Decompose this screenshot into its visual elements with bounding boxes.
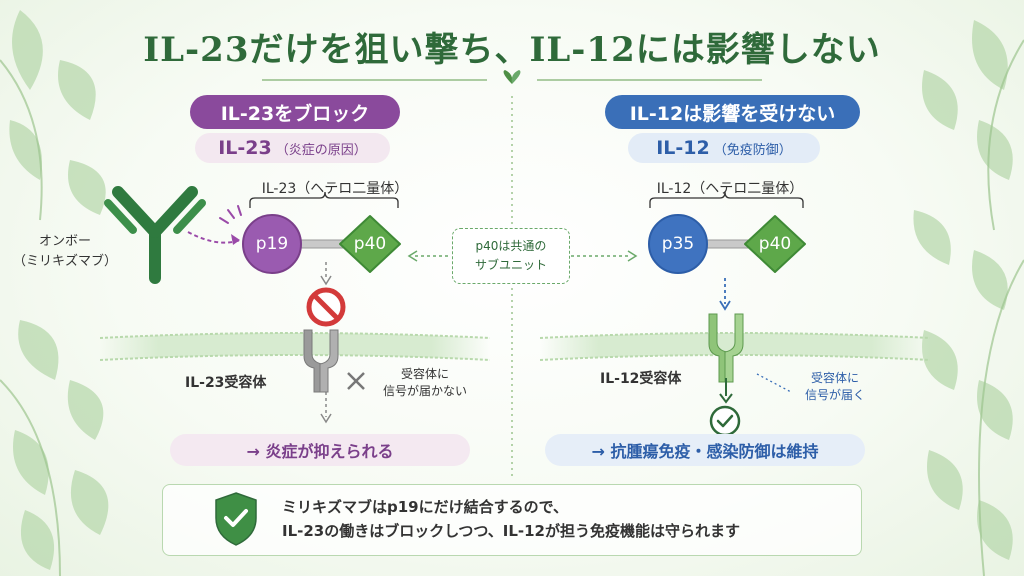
shared-subunit-line2: サブユニット — [474, 258, 547, 272]
right-molecule-diagram — [648, 191, 806, 274]
right-subtitle-note: （免疫防御） — [713, 142, 792, 158]
shield-check-icon — [215, 492, 257, 546]
right-header-pill: IL-12は影響を受けない — [605, 95, 860, 129]
left-p19-label: p19 — [255, 234, 289, 254]
summary-line1: ミリキズマブはp19にだけ結合するので、 — [282, 498, 569, 516]
right-signal-line1: 受容体に — [810, 371, 859, 385]
summary-text: ミリキズマブはp19にだけ結合するので、 IL-23の働きはブロックしつつ、IL… — [282, 495, 852, 543]
left-result: → 炎症が抑えられる — [246, 442, 394, 461]
center-divider — [511, 96, 513, 476]
blocked-x-icon — [347, 372, 365, 390]
leaf-decoration-right — [913, 20, 1024, 576]
il12-receptor-label: IL-12受容体 — [600, 371, 682, 387]
page-title: IL-23だけを狙い撃ち、IL-12には影響しない — [143, 30, 881, 70]
right-result-pill: → 抗腫瘍免疫・感染防御は維持 — [545, 434, 865, 466]
left-no-signal-line2: 信号が届かない — [382, 384, 467, 398]
right-note-pointer — [756, 373, 792, 393]
left-header-pill: IL-23をブロック — [190, 95, 400, 129]
right-signal-line2: 信号が届く — [804, 388, 865, 402]
left-cell-membrane — [100, 332, 490, 361]
center-connectors — [407, 250, 638, 262]
il23-receptor-icon — [303, 329, 339, 393]
left-no-signal-line1: 受容体に — [400, 367, 449, 381]
right-subtitle-main: IL-12 — [656, 137, 710, 159]
left-header: IL-23をブロック — [220, 102, 370, 125]
left-p40-label: p40 — [353, 234, 387, 254]
antibody-label-line2: （ミリキズマブ） — [12, 254, 117, 269]
left-result-pill: → 炎症が抑えられる — [170, 434, 470, 466]
left-block-diagram — [306, 262, 346, 424]
right-subtitle-pill: IL-12 （免疫防御） — [628, 133, 820, 163]
il23-receptor-label: IL-23受容体 — [185, 375, 267, 391]
title-divider — [262, 70, 762, 84]
right-signal-note: 受容体に 信号が届く — [790, 370, 880, 404]
right-result: → 抗腫瘍免疫・感染防御は維持 — [591, 442, 819, 461]
left-molecule-diagram — [104, 186, 401, 284]
left-no-signal-note: 受容体に 信号が届かない — [375, 366, 475, 400]
summary-box — [162, 484, 862, 556]
leaf-decoration-left — [0, 10, 109, 576]
right-signal-down-arrow — [719, 378, 733, 404]
left-subtitle-pill: IL-23 （炎症の原因） — [195, 133, 390, 163]
shared-subunit-note: p40は共通の サブユニット — [452, 228, 570, 284]
summary-line2: IL-23の働きはブロックしつつ、IL-12が担う免疫機能は守られます — [282, 522, 740, 540]
left-subtitle-note: （炎症の原因） — [275, 142, 367, 158]
right-header: IL-12は影響を受けない — [629, 102, 836, 125]
right-p35-label: p35 — [661, 234, 695, 254]
antibody-icon — [104, 186, 206, 284]
shared-subunit-line1: p40は共通の — [475, 239, 547, 253]
right-heterodimer-label: IL-12（ヘテロ二量体） — [656, 181, 804, 197]
antibody-label-line1: オンボー — [38, 234, 91, 249]
right-signal-arrow — [719, 278, 731, 311]
il12-receptor-icon — [708, 313, 744, 383]
left-subtitle-main: IL-23 — [218, 137, 272, 159]
no-entry-icon — [306, 287, 346, 327]
check-circle-icon — [709, 405, 741, 437]
left-heterodimer-label: IL-23（ヘテロ二量体） — [261, 181, 409, 197]
right-p40-label: p40 — [758, 234, 792, 254]
antibody-label: オンボー （ミリキズマブ） — [10, 232, 120, 272]
